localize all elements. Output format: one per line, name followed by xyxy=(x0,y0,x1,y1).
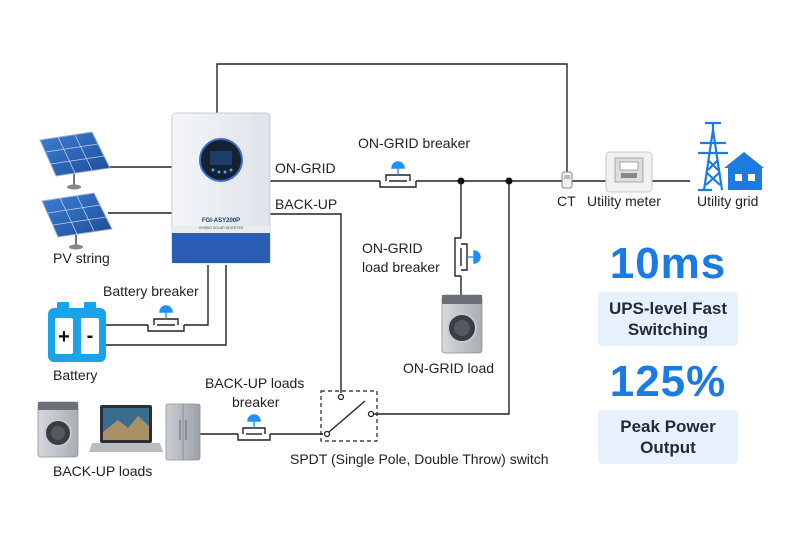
wires xyxy=(106,63,690,435)
utility-grid-label: Utility grid xyxy=(697,193,758,209)
backup-loads-breaker-label-1: BACK-UP loads xyxy=(205,375,304,391)
battery-icon: + - xyxy=(48,302,106,362)
laptop-icon xyxy=(89,405,163,452)
utility-meter-icon xyxy=(605,151,653,193)
on-grid-load-breaker-icon xyxy=(454,237,481,277)
on-grid-load-breaker-label-1: ON-GRID xyxy=(362,240,423,256)
backup-loads-breaker-label-2: breaker xyxy=(232,394,280,410)
peak-power-value: 125% xyxy=(609,357,727,406)
switch-time-value: 10ms xyxy=(609,239,727,288)
solar-panel-icon xyxy=(39,131,111,190)
utility-grid-icon xyxy=(698,121,764,192)
inverter-model-label: FGI-ASY200P xyxy=(202,218,240,224)
hybrid-inverter: FGI-ASY200P HYBRID SOLAR INVERTER xyxy=(171,112,271,264)
utility-meter-label: Utility meter xyxy=(587,193,661,209)
peak-power-badge: Peak Power Output xyxy=(598,410,738,464)
backup-loads-breaker-icon xyxy=(237,414,271,441)
ct-label: CT xyxy=(557,193,576,209)
svg-text:-: - xyxy=(87,325,94,347)
switch-caption-line-2: Switching xyxy=(627,320,709,339)
on-grid-label: ON-GRID xyxy=(275,160,336,176)
battery-breaker-icon xyxy=(147,305,185,332)
spdt-switch-label: SPDT (Single Pole, Double Throw) switch xyxy=(290,451,549,467)
battery-breaker-label: Battery breaker xyxy=(103,283,199,299)
washing-machine-icon xyxy=(37,401,79,458)
junction-dot xyxy=(505,177,513,185)
refrigerator-icon xyxy=(165,403,201,461)
on-grid-breaker-icon xyxy=(379,161,417,188)
washing-machine-icon xyxy=(441,294,483,354)
on-grid-breaker-label: ON-GRID breaker xyxy=(358,135,470,151)
solar-panel-icon xyxy=(41,192,113,250)
switch-caption-line-1: UPS-level Fast xyxy=(608,299,728,318)
inverter-sub-label: HYBRID SOLAR INVERTER xyxy=(199,226,244,230)
spdt-switch-icon xyxy=(320,390,378,442)
svg-text:+: + xyxy=(58,326,70,348)
peak-caption-line-1: Peak Power xyxy=(620,417,716,436)
on-grid-load-breaker-label-2: load breaker xyxy=(362,259,440,275)
switch-time-badge: UPS-level Fast Switching xyxy=(598,292,738,346)
junction-dot xyxy=(457,177,465,185)
pv-string-label: PV string xyxy=(53,250,110,266)
back-up-label: BACK-UP xyxy=(275,196,337,212)
ct-sensor-icon xyxy=(561,171,573,189)
peak-caption-line-2: Output xyxy=(640,438,696,457)
on-grid-load-label: ON-GRID load xyxy=(403,360,494,376)
battery-label: Battery xyxy=(53,367,97,383)
backup-loads-label: BACK-UP loads xyxy=(53,463,152,479)
